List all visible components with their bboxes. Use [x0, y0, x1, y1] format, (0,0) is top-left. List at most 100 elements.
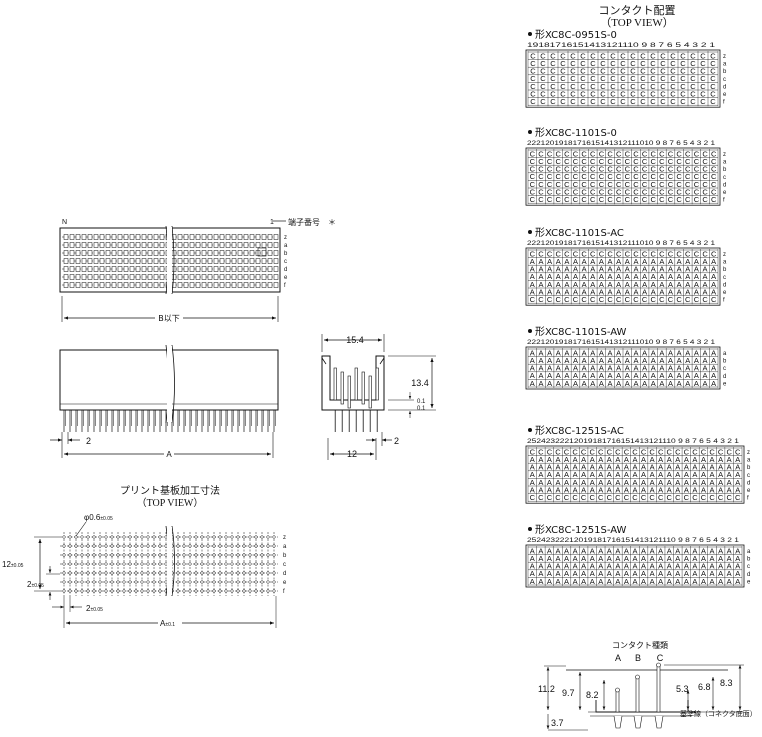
contact-cell: C [625, 180, 631, 189]
contact-cell: A [564, 463, 569, 472]
contact-cell: C [607, 172, 613, 181]
pcb-hole [176, 589, 180, 593]
contact-cell: C [530, 59, 536, 68]
contact-cell: A [615, 463, 620, 472]
pcb-hole [230, 562, 234, 566]
pcb-hole [242, 562, 246, 566]
row-label: c [723, 275, 726, 281]
contact-cell: C [659, 165, 665, 174]
contact-cell: C [659, 172, 665, 181]
contact-cell: C [659, 295, 665, 304]
contact-cell: A [658, 485, 663, 494]
row-label: f [723, 198, 725, 204]
contact-cell: A [556, 379, 561, 388]
contact-cell: A [599, 364, 604, 373]
contact-cell: A [692, 478, 697, 487]
pcb-row-label: d [283, 571, 286, 577]
contact-cell: C [702, 195, 708, 204]
pcb-hole [242, 553, 246, 557]
pcb-hole [224, 553, 228, 557]
contact-cell: A [710, 455, 715, 464]
contact-cell: A [727, 470, 732, 479]
contact-cell: A [694, 364, 699, 373]
pcb-hole [248, 544, 252, 548]
contact-cell: A [581, 554, 586, 563]
contact-cell: C [710, 51, 716, 60]
pcb-hole [146, 544, 150, 548]
top-pin [147, 234, 153, 240]
top-pin [63, 242, 69, 248]
contact-cell: A [547, 280, 552, 289]
contact-cell: A [590, 577, 595, 586]
contact-cell: A [581, 478, 586, 487]
contact-cell: C [538, 447, 544, 456]
contact-cell: A [556, 280, 561, 289]
contact-cell: A [590, 379, 595, 388]
pcb-hole [272, 553, 276, 557]
contact-cell: C [630, 97, 636, 106]
top-pin [159, 234, 165, 240]
pcb-hole [134, 580, 138, 584]
contact-cell: A [692, 455, 697, 464]
contact-cell: A [624, 554, 629, 563]
pcb-hole [152, 535, 156, 539]
top-pin [231, 282, 237, 288]
pcb-hole [236, 580, 240, 584]
row-label: c [747, 473, 750, 479]
contact-cell: C [711, 195, 717, 204]
connector-model: 形XC8C-0951S-0 [535, 29, 617, 41]
bullet-icon [528, 428, 532, 432]
contact-cell: A [564, 554, 569, 563]
pcb-hole [146, 535, 150, 539]
contact-cell: C [702, 149, 708, 158]
pcb-hole [92, 571, 96, 575]
contact-cell: A [727, 569, 732, 578]
contact-cell: A [658, 546, 663, 555]
connector-table: 形XC8C-1101S-AW22212019181716151413121110… [525, 326, 727, 390]
contact-cell: C [599, 172, 605, 181]
row-label: b [747, 557, 751, 563]
contact-cell: A [668, 356, 673, 365]
contact-cell: C [680, 59, 686, 68]
contact-cell: A [710, 485, 715, 494]
top-pin [105, 250, 111, 256]
contact-cell: C [607, 180, 613, 189]
contact-cell: A [556, 287, 561, 296]
top-pin [129, 266, 135, 272]
contact-cell: A [642, 364, 647, 373]
contact-cell: A [675, 478, 680, 487]
contact-cell: C [555, 447, 561, 456]
top-pin [255, 242, 261, 248]
contact-cell: C [580, 82, 586, 91]
contact-cell: A [581, 546, 586, 555]
contact-cell: A [616, 280, 621, 289]
top-pin [255, 258, 261, 264]
row-label: f [723, 100, 725, 106]
contact-cell: A [582, 287, 587, 296]
contact-cell: A [547, 287, 552, 296]
contact-cell: A [590, 470, 595, 479]
contact-cell: A [530, 546, 535, 555]
contact-cell: C [676, 165, 682, 174]
contact-cell: C [660, 67, 666, 76]
contact-cell: A [711, 356, 716, 365]
top-pin [267, 250, 273, 256]
contact-cell: C [667, 447, 673, 456]
contact-cell: A [581, 577, 586, 586]
contact-cell: A [573, 265, 578, 274]
top-pin [189, 234, 195, 240]
row-label: a [723, 160, 727, 166]
contact-cell: C [711, 295, 717, 304]
top-pin [123, 234, 129, 240]
contact-cell: A [599, 356, 604, 365]
top-pin [237, 250, 243, 256]
side-pin [361, 371, 365, 405]
contact-cell: A [684, 562, 689, 571]
contact-cell: A [659, 265, 664, 274]
contact-cell: C [700, 67, 706, 76]
contact-cell: A [710, 562, 715, 571]
pcb-hole [200, 553, 204, 557]
contact-cell: A [710, 478, 715, 487]
contact-cell: A [538, 463, 543, 472]
contact-cell: C [540, 67, 546, 76]
